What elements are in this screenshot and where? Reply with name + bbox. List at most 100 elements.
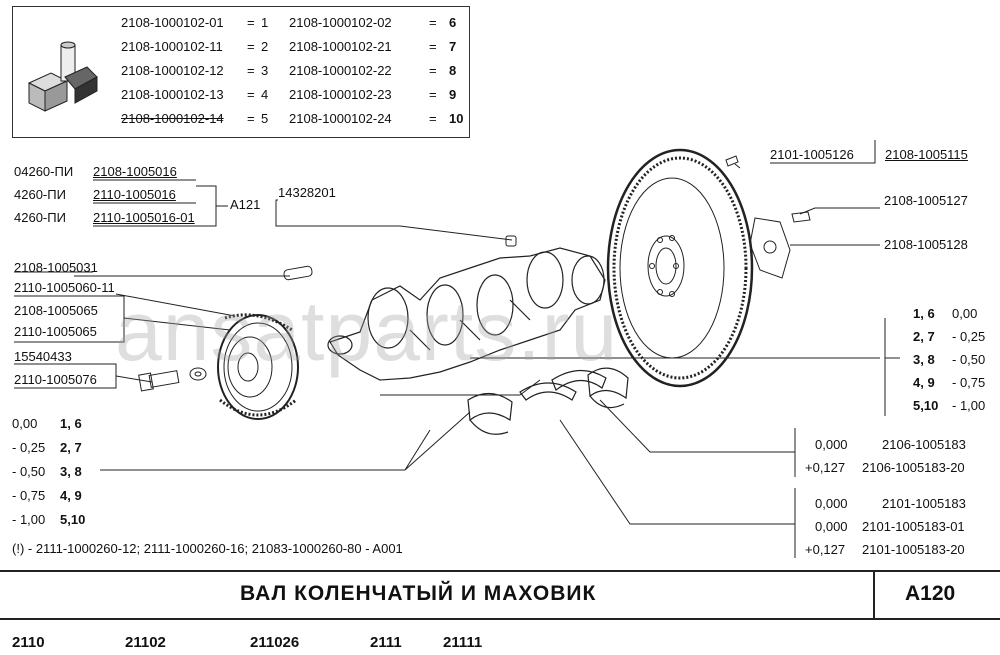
pulley-icon bbox=[217, 313, 299, 420]
part-2108-1005127: 2108-1005127 bbox=[884, 193, 968, 208]
kit-b-num: 9 bbox=[449, 87, 457, 102]
part-2108-1005115: 2108-1005115 bbox=[885, 147, 968, 162]
crankshaft-icon bbox=[327, 247, 606, 381]
model-211026: 211026 bbox=[250, 634, 300, 651]
right-size-val: - 0,75 bbox=[952, 375, 986, 390]
kit-eq: = bbox=[247, 87, 255, 102]
washer1-part-1: 2106-1005183 bbox=[882, 437, 966, 452]
right-size-nums: 1, 6 bbox=[913, 306, 935, 321]
watermark: ansatparts.ru bbox=[115, 284, 619, 378]
kit-a-code: 2108-1000102-14 bbox=[121, 111, 224, 126]
washer2-size-3: +0,127 bbox=[805, 542, 846, 557]
kit-b-code: 2108-1000102-24 bbox=[289, 111, 392, 126]
kit-eq: = bbox=[247, 63, 255, 78]
part-15540433: 15540433 bbox=[14, 349, 72, 364]
kit-b-num: 6 bbox=[449, 15, 457, 30]
model-21111: 21111 bbox=[443, 634, 483, 651]
right-size-nums: 3, 8 bbox=[913, 352, 935, 367]
washer1-size-1: 0,000 bbox=[815, 437, 848, 452]
kit-a-code: 2108-1000102-11 bbox=[121, 39, 223, 54]
left-size-val: - 0,25 bbox=[12, 440, 46, 455]
kit-b-code: 2108-1000102-22 bbox=[289, 63, 392, 78]
part-2108-1005016: 2108-1005016 bbox=[93, 164, 177, 179]
title-bar: ВАЛ КОЛЕНЧАТЫЙ И МАХОВИК A120 bbox=[0, 570, 1000, 620]
page-code: A120 bbox=[905, 582, 956, 605]
part-2110-1005060-11: 2110-1005060-11 bbox=[14, 280, 115, 295]
left-size-val: - 1,00 bbox=[12, 512, 46, 527]
left-size-val: 0,00 bbox=[12, 416, 38, 431]
part-2108-1005031: 2108-1005031 bbox=[14, 260, 98, 275]
kit-a-code: 2108-1000102-13 bbox=[121, 87, 224, 102]
washer2-part-2: 2101-1005183-01 bbox=[862, 519, 965, 534]
washer2-part-3: 2101-1005183-20 bbox=[862, 542, 965, 557]
crank-label: 14328201 bbox=[278, 185, 336, 200]
kit-a-num: 3 bbox=[261, 63, 269, 78]
left-size-nums: 4, 9 bbox=[60, 488, 82, 503]
flywheel-icon bbox=[606, 148, 754, 388]
kit-box-icon bbox=[27, 41, 98, 112]
prefix-1: 04260-ПИ bbox=[14, 164, 74, 179]
kit-a-num: 4 bbox=[261, 87, 269, 102]
plate-icon bbox=[749, 217, 791, 279]
prefix-3: 4260-ПИ bbox=[14, 210, 66, 225]
right-size-val: 0,00 bbox=[952, 306, 978, 321]
kit-b-num: 10 bbox=[449, 111, 464, 126]
page-title: ВАЛ КОЛЕНЧАТЫЙ И МАХОВИК bbox=[240, 582, 597, 605]
kit-b-code: 2108-1000102-21 bbox=[289, 39, 392, 54]
part-2108-1005065: 2108-1005065 bbox=[14, 303, 98, 318]
kit-eq: = bbox=[429, 39, 437, 54]
washer2-size-2: 0,000 bbox=[815, 519, 848, 534]
kit-eq: = bbox=[429, 87, 437, 102]
left-size-val: - 0,75 bbox=[12, 488, 46, 503]
kit-a-num: 2 bbox=[261, 39, 269, 54]
part-2110-1005076: 2110-1005076 bbox=[14, 372, 97, 387]
right-size-nums: 4, 9 bbox=[913, 375, 935, 390]
left-size-nums: 1, 6 bbox=[60, 416, 82, 431]
kit-eq: = bbox=[429, 15, 437, 30]
right-size-nums: 2, 7 bbox=[913, 329, 935, 344]
bolt-icon bbox=[138, 367, 207, 392]
model-2110: 2110 bbox=[12, 634, 45, 651]
right-size-nums: 5,10 bbox=[913, 398, 939, 413]
footnote: (!) - 2111-1000260-12; 2111-1000260-16; … bbox=[12, 541, 403, 556]
part-2110-1005016-01: 2110-1005016-01 bbox=[93, 210, 195, 225]
kit-a-code: 2108-1000102-12 bbox=[121, 63, 224, 78]
ref-a121: A121 bbox=[230, 197, 261, 212]
kit-b-code: 2108-1000102-23 bbox=[289, 87, 392, 102]
dowel-icon bbox=[725, 155, 739, 167]
right-size-val: - 0,25 bbox=[952, 329, 986, 344]
crankshaft-flywheel-drawing bbox=[14, 140, 900, 558]
model-2111: 2111 bbox=[370, 634, 402, 651]
washer2-size-1: 0,000 bbox=[815, 496, 848, 511]
kit-eq: = bbox=[429, 63, 437, 78]
pin-icon bbox=[283, 265, 313, 281]
right-size-val: - 1,00 bbox=[952, 398, 986, 413]
kit-eq: = bbox=[247, 111, 255, 126]
kit-b-num: 7 bbox=[449, 39, 457, 54]
kit-a-num: 1 bbox=[261, 15, 269, 30]
prefix-2: 4260-ПИ bbox=[14, 187, 66, 202]
bushing-icon bbox=[505, 235, 517, 247]
left-size-nums: 2, 7 bbox=[60, 440, 82, 455]
washer1-part-2: 2106-1005183-20 bbox=[862, 460, 965, 475]
kit-a-code: 2108-1000102-01 bbox=[121, 15, 224, 30]
kit-b-num: 8 bbox=[449, 63, 457, 78]
washer1-size-2: +0,127 bbox=[805, 460, 846, 475]
left-size-val: - 0,50 bbox=[12, 464, 46, 479]
washer2-part-1: 2101-1005183 bbox=[882, 496, 966, 511]
right-size-val: - 0,50 bbox=[952, 352, 986, 367]
part-2101-1005126: 2101-1005126 bbox=[770, 147, 854, 162]
model-21102: 21102 bbox=[125, 634, 166, 651]
part-2110-1005016: 2110-1005016 bbox=[93, 187, 176, 202]
title-separator bbox=[873, 572, 875, 618]
kit-a-num: 5 bbox=[261, 111, 269, 126]
kit-table: 2108-1000102-01 = 1 2108-1000102-02 = 6 2108-1… bbox=[12, 6, 470, 138]
left-size-nums: 5,10 bbox=[60, 512, 86, 527]
part-2110-1005065: 2110-1005065 bbox=[14, 324, 97, 339]
kit-b-code: 2108-1000102-02 bbox=[289, 15, 392, 30]
bearing-shells-icon bbox=[467, 367, 629, 435]
kit-eq: = bbox=[247, 15, 255, 30]
part-2108-1005128: 2108-1005128 bbox=[884, 237, 968, 252]
left-size-nums: 3, 8 bbox=[60, 464, 82, 479]
kit-eq: = bbox=[247, 39, 255, 54]
